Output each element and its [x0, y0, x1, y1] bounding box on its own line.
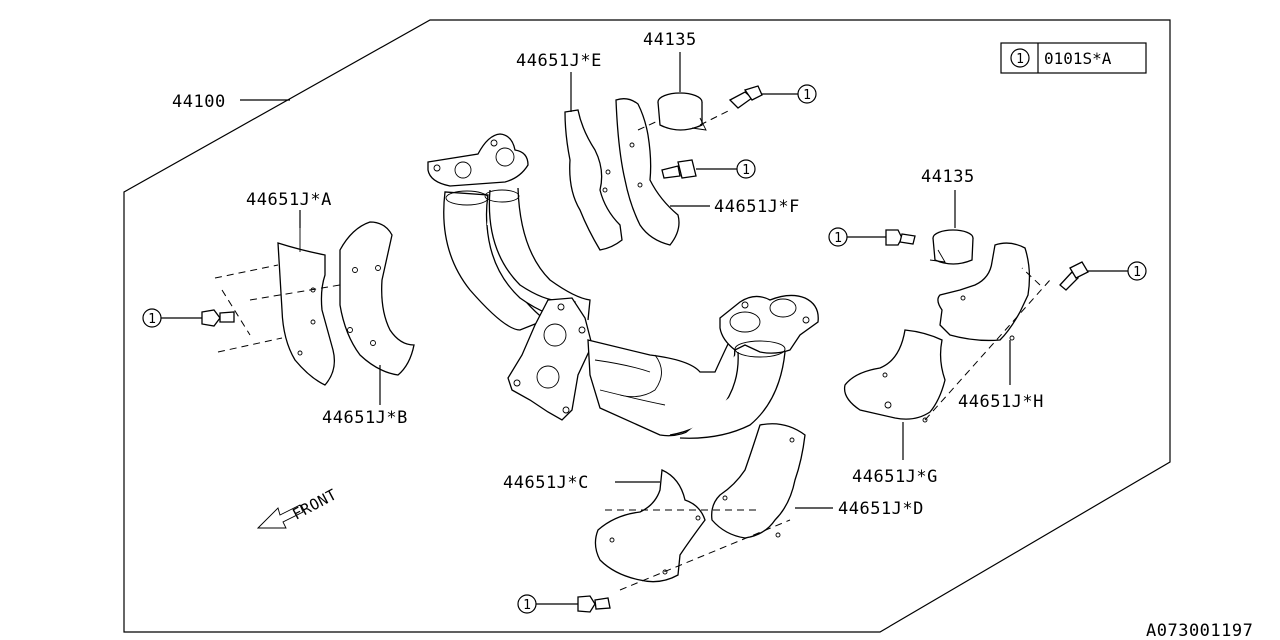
label-cover-c: 44651J*C [503, 473, 589, 493]
cover-b [339, 221, 415, 376]
label-44100: 44100 [172, 92, 226, 112]
callout-bolt-right-2: 1 [1059, 261, 1147, 291]
callout-bolt-top-1: 1 [728, 84, 817, 109]
exhaust-pipe-assembly [427, 133, 819, 439]
cover-g [843, 329, 946, 423]
callout-bolt-left: 1 [142, 308, 235, 328]
legend-symbol: 1 [1016, 52, 1024, 67]
label-cover-f: 44651J*F [714, 197, 800, 217]
label-cover-d: 44651J*D [838, 499, 924, 519]
svg-text:1: 1 [803, 88, 811, 103]
legend-part-number: 0101S*A [1044, 49, 1112, 68]
svg-text:1: 1 [148, 312, 156, 327]
legend-box: 1 0101S*A [1000, 42, 1147, 74]
label-cover-e: 44651J*E [516, 51, 602, 71]
cover-c [594, 469, 706, 583]
svg-text:1: 1 [742, 163, 750, 178]
cover-a [277, 225, 336, 386]
cover-h [937, 242, 1031, 342]
callout-bolt-top-2: 1 [661, 159, 756, 179]
cover-d [711, 423, 806, 539]
assembly-frame [123, 19, 1171, 633]
svg-text:1: 1 [834, 231, 842, 246]
svg-text:1: 1 [1133, 265, 1141, 280]
label-cover-g: 44651J*G [852, 467, 938, 487]
front-label: FRONT [289, 485, 340, 523]
label-cover-h: 44651J*H [958, 392, 1044, 412]
label-cover-b: 44651J*B [322, 408, 408, 428]
label-clamp-right: 44135 [921, 167, 975, 187]
label-cover-a: 44651J*A [246, 190, 332, 210]
cover-f [615, 98, 680, 246]
callout-bolt-right-1: 1 [828, 227, 916, 247]
clamp-right [929, 229, 974, 265]
front-direction-arrow: FRONT [256, 485, 340, 529]
svg-text:1: 1 [523, 598, 531, 613]
label-clamp-top: 44135 [643, 30, 697, 50]
callout-bolt-bottom: 1 [517, 594, 611, 614]
cover-e [564, 109, 623, 251]
clamp-top [657, 92, 707, 131]
diagram-code: A073001197 [1146, 621, 1253, 640]
